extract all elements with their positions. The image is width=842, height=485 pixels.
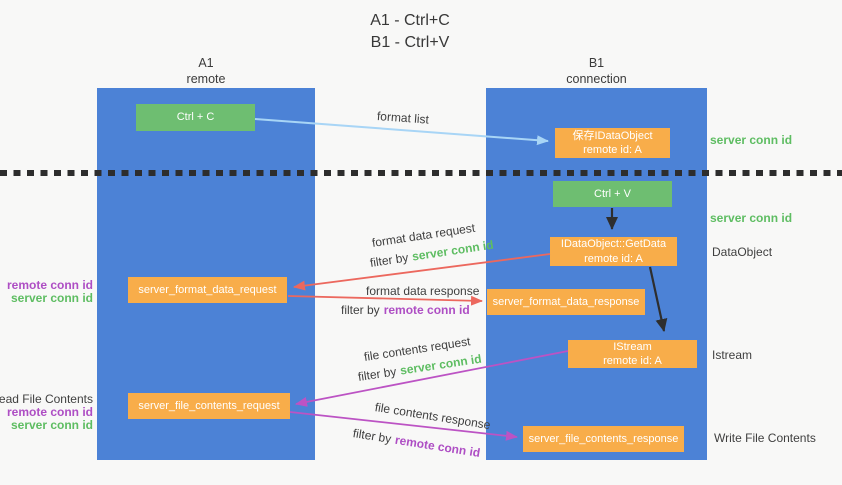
annotation-write-file-contents: Write File Contents [714,431,816,445]
lane-a1-subtitle: remote [186,71,226,86]
node-istream-line2: remote id: A [603,355,662,367]
node-istream-line1: IStream [613,340,652,353]
lane-b1-name: B1 [588,56,605,70]
node-save-dataobject: 保存IDataObject remote id: A [555,128,670,158]
arrow-file-contents-request [295,350,569,407]
node-file-request: server_file_contents_request [128,393,290,419]
lane-a1-header: A1 remote [97,56,315,87]
annotation-remote-conn-id-2: remote conn id [6,405,93,419]
arrow-file-contents-response [289,411,518,441]
annotation-server-conn-id-2: server conn id [10,418,93,432]
annotation-read-file-contents: Read File Contents [0,392,93,406]
arrow-getdata-to-istream [648,266,668,332]
arrow-format-data-response [287,295,483,306]
node-file-response-label: server_file_contents_response [528,432,679,445]
node-getdata-line2: remote id: A [584,252,643,265]
annotation-istream: Istream [712,348,753,362]
diagram-title: A1 - Ctrl+C B1 - Ctrl+V [0,10,820,53]
node-format-response-label: server_format_data_response [492,295,640,308]
node-ctrl-c-label: Ctrl + C [176,111,215,124]
node-save-dataobject-line2: remote id: A [583,144,642,156]
annotation-server-conn-id-top: server conn id [710,133,793,147]
label-format-data-response: format data response [366,284,480,298]
node-ctrl-c: Ctrl + C [136,104,255,131]
node-format-response: server_format_data_response [487,289,645,315]
annotation-server-conn-id-1: server conn id [10,291,93,305]
remote-conn-id-key: remote conn id [383,303,470,317]
title-line-2: B1 - Ctrl+V [370,33,450,51]
lane-b1-header: B1 connection [486,56,707,87]
lane-a1-name: A1 [198,56,214,70]
node-istream: IStream remote id: A [568,340,697,368]
node-save-dataobject-line1: 保存IDataObject [572,129,653,142]
node-getdata-line1: IDataObject::GetData [560,238,667,251]
title-line-1: A1 - Ctrl+C [370,12,450,29]
node-ctrl-v: Ctrl + V [553,181,672,207]
arrow-format-data-request [293,253,551,291]
node-file-response: server_file_contents_response [523,426,684,452]
filter-by-text: filter by [341,303,380,317]
annotation-dataobject: DataObject [712,245,773,259]
arrow-format-list [254,118,549,146]
annotation-remote-conn-id-1: remote conn id [6,278,93,292]
annotation-server-conn-id-mid: server conn id [710,211,793,225]
lane-b1-subtitle: connection [566,71,627,86]
node-getdata: IDataObject::GetData remote id: A [550,237,677,266]
dashed-divider-line [0,170,842,176]
node-format-request-label: server_format_data_request [138,283,277,296]
node-ctrl-v-label: Ctrl + V [594,187,631,200]
node-format-request: server_format_data_request [128,277,287,303]
node-file-request-label: server_file_contents_request [138,399,280,412]
